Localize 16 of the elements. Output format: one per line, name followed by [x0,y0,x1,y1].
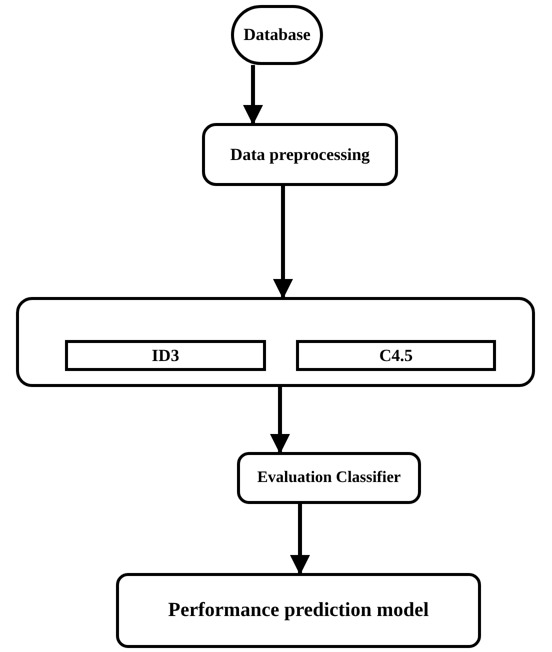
arrow [273,186,293,299]
process-box [116,573,481,648]
process-box [65,340,266,371]
process-box [296,340,496,371]
node-label: Data preprocessing [230,144,370,164]
arrow [270,387,290,454]
node-label: C4.5 [379,346,413,366]
group-box [16,297,535,387]
process-box [202,123,398,186]
arrow [243,65,263,125]
node-label: Evaluation Classifier [257,469,401,487]
node-label: ID3 [152,346,180,366]
node-label: Database [243,25,311,45]
process-box [237,452,421,504]
arrow [290,504,310,575]
node-label: Performance prediction model [168,599,429,622]
